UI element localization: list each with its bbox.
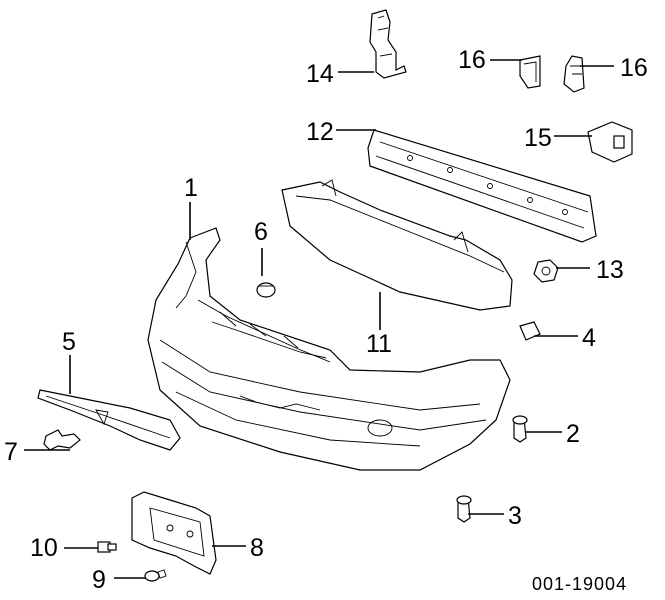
part-1-bumper-cover [147,227,511,471]
callout-10: 10 [30,534,58,562]
diagram-caption: 001-19004 [532,574,627,594]
part-5-grille [37,389,181,451]
part-14-bracket [369,9,407,79]
callout-3: 3 [508,502,522,530]
callout-1: 1 [184,174,198,202]
part-12-reinforcement-beam [367,129,597,243]
part-3-bolt [456,495,472,523]
part-2-bolt [512,415,528,443]
part-16-clip-right [563,55,585,93]
callout-7: 7 [4,438,18,466]
part-7-emblem [43,429,81,451]
callout-11: 11 [366,330,392,358]
part-9-screw [144,569,167,582]
part-16-clip-left [519,55,541,89]
callout-12: 12 [306,118,334,146]
part-15-sensor [587,121,633,163]
callout-9: 9 [92,566,106,594]
part-6-retainer [256,248,276,298]
callout-16-right: 16 [620,54,648,82]
callout-2: 2 [566,420,580,448]
part-13-nut [533,259,559,283]
part-4-clip-nut [519,321,541,341]
callout-13: 13 [596,256,624,284]
callout-5: 5 [62,328,76,356]
callout-4: 4 [582,324,596,352]
part-8-license-bracket [131,491,217,575]
callout-15: 15 [524,124,552,152]
callout-16-left: 16 [458,46,486,74]
callout-6: 6 [254,218,268,246]
part-10-pin [97,541,117,553]
part-11-energy-absorber [281,179,513,311]
callout-14: 14 [306,60,334,88]
callout-8: 8 [250,534,264,562]
